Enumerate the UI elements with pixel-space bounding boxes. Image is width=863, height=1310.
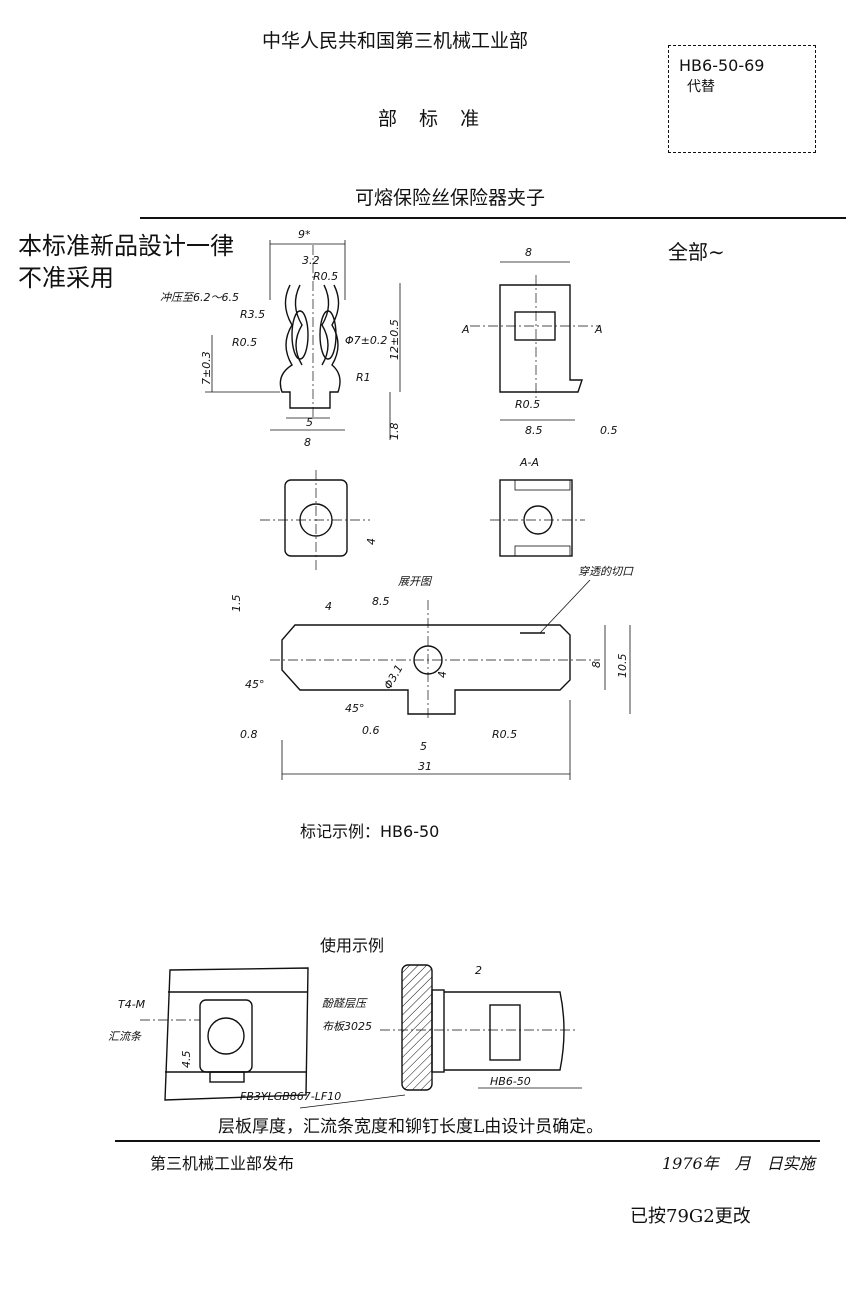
dim-label: R1 xyxy=(356,371,371,384)
left-note-line2: 不准采用 xyxy=(18,264,114,292)
effective-date: 1976年 月 日实施 xyxy=(662,1154,815,1173)
dim-label: R0.5 xyxy=(313,270,338,283)
dim-label: 45° xyxy=(245,678,265,691)
surface-finish-note: 全部∼ xyxy=(668,240,725,264)
dim-label: 12±0.5 xyxy=(388,319,401,360)
dim-label: 8.5 xyxy=(525,424,543,437)
ministry-heading: 中华人民共和国第三机械工业部 xyxy=(262,30,529,52)
dim-label: 10.5 xyxy=(616,654,629,679)
usage-label: 4.5 xyxy=(180,1051,193,1069)
usage-drawing: T4-M 汇流条 4.5 酚醛层压 布板3025 2 FB3YLGB867-LF… xyxy=(108,964,582,1109)
left-note-line1: 本标准新品設计一律 xyxy=(18,232,234,260)
dim-label: Φ7±0.2 xyxy=(345,334,387,347)
dim-label: 4 xyxy=(436,671,449,678)
dim-label: R0.5 xyxy=(515,398,540,411)
replaces-label: 代替 xyxy=(687,79,715,95)
bottom-views: 4 xyxy=(260,470,585,570)
dim-label: 8.5 xyxy=(372,595,390,608)
dim-label: 3.2 xyxy=(302,254,320,267)
usage-label: FB3YLGB867-LF10 xyxy=(240,1090,341,1103)
dim-label: 冲压至6.2～6.5 xyxy=(160,291,239,304)
usage-note: 层板厚度，汇流条宽度和铆钉长度L由设计员确定。 xyxy=(218,1117,604,1137)
flat-pattern-title: 展开图 xyxy=(398,575,433,588)
publisher: 第三机械工业部发布 xyxy=(150,1154,295,1173)
usage-label: 汇流条 xyxy=(108,1030,142,1043)
usage-label: T4-M xyxy=(118,998,146,1011)
dim-label: A xyxy=(461,323,470,336)
dim-label: 1.8 xyxy=(388,423,401,441)
dim-label: 5 xyxy=(306,416,313,429)
dim-label: 7±0.3 xyxy=(200,351,213,385)
revision-note: 已按79G2更改 xyxy=(630,1206,751,1227)
dim-label: 0.6 xyxy=(362,724,380,737)
dim-label: 45° xyxy=(345,702,365,715)
dim-label: Φ3.1 xyxy=(381,662,405,691)
usage-title: 使用示例 xyxy=(320,936,385,955)
title-divider xyxy=(140,217,846,219)
dim-label: 0.8 xyxy=(240,728,258,741)
dim-label: 5 xyxy=(420,740,427,753)
document-title: 可熔保险丝保险器夹子 xyxy=(355,187,546,209)
front-view: 9* 3.2 R0.5 冲压至6.2～6.5 R3.5 Φ7±0.2 12±0.… xyxy=(160,228,401,449)
dim-label: 8 xyxy=(304,436,311,449)
usage-label: 布板3025 xyxy=(322,1020,372,1033)
dim-label: 0.5 xyxy=(600,424,618,437)
flat-pattern: 展开图 穿透的切口 1.5 4 8.5 Φ3.1 4 8 10.5 45° 45… xyxy=(230,565,634,780)
standard-type: 部 标 准 xyxy=(378,108,488,130)
dim-label: R0.5 xyxy=(492,728,517,741)
dim-label: 4 xyxy=(365,538,378,545)
cut-note: 穿透的切口 xyxy=(578,565,634,578)
dim-label: R0.5 xyxy=(232,336,257,349)
dim-label: 31 xyxy=(418,760,432,773)
usage-label: 2 xyxy=(475,964,482,977)
marking-example: 标记示例：HB6-50 xyxy=(300,822,440,841)
usage-label: 酚醛层压 xyxy=(322,997,368,1010)
usage-label: HB6-50 xyxy=(490,1075,531,1088)
dim-label: 9* xyxy=(298,228,311,241)
dim-label: 8 xyxy=(525,246,532,259)
dim-label: 4 xyxy=(325,600,332,613)
dim-label: 8 xyxy=(590,661,603,668)
standard-code: HB6-50-69 xyxy=(679,56,765,75)
dim-label: R3.5 xyxy=(240,308,265,321)
dim-label: 1.5 xyxy=(230,595,243,613)
footer-divider xyxy=(115,1140,820,1142)
section-label: A-A xyxy=(519,456,539,469)
code-box: HB6-50-69 代替 xyxy=(668,45,816,153)
dim-label: A xyxy=(594,323,603,336)
side-view: 8 A A R0.5 8.5 0.5 A-A xyxy=(461,246,618,469)
